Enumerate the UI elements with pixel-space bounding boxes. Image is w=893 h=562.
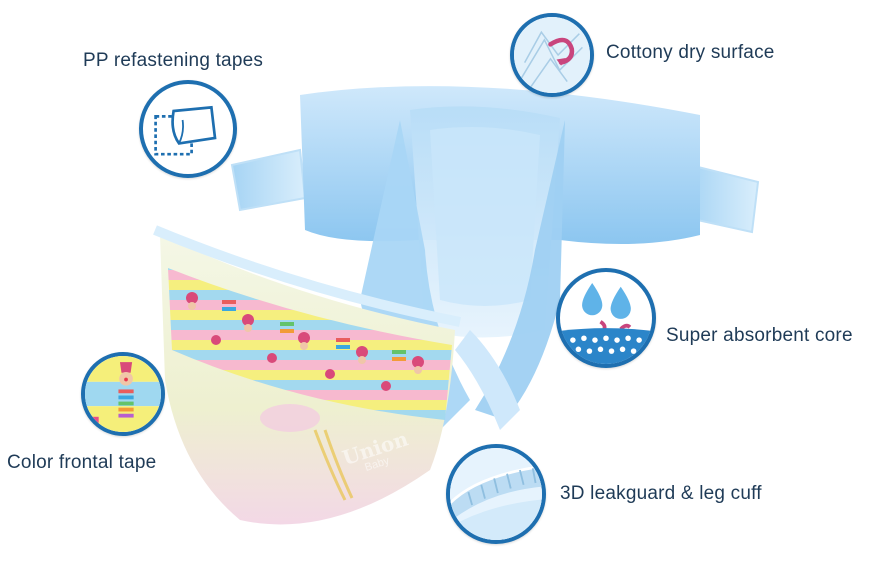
tape-icon <box>154 105 217 156</box>
clown-pattern-icon <box>85 356 161 432</box>
leakguard-badge <box>446 444 546 544</box>
dry-surface-label: Cottony dry surface <box>606 42 775 63</box>
frontal-tape-label: Color frontal tape <box>7 452 157 473</box>
absorbent-core-badge <box>556 268 656 368</box>
absorbent-core-label: Super absorbent core <box>666 325 853 346</box>
water-drops-icon <box>560 283 652 364</box>
frontal-tape-badge <box>81 352 165 436</box>
leakguard-label: 3D leakguard & leg cuff <box>560 483 762 504</box>
refastening-tapes-label: PP refastening tapes <box>83 50 264 71</box>
cotton-surface-icon <box>514 17 590 93</box>
dry-surface-badge <box>510 13 594 97</box>
refastening-tapes-badge <box>139 80 237 178</box>
leg-cuff-icon <box>450 448 542 540</box>
